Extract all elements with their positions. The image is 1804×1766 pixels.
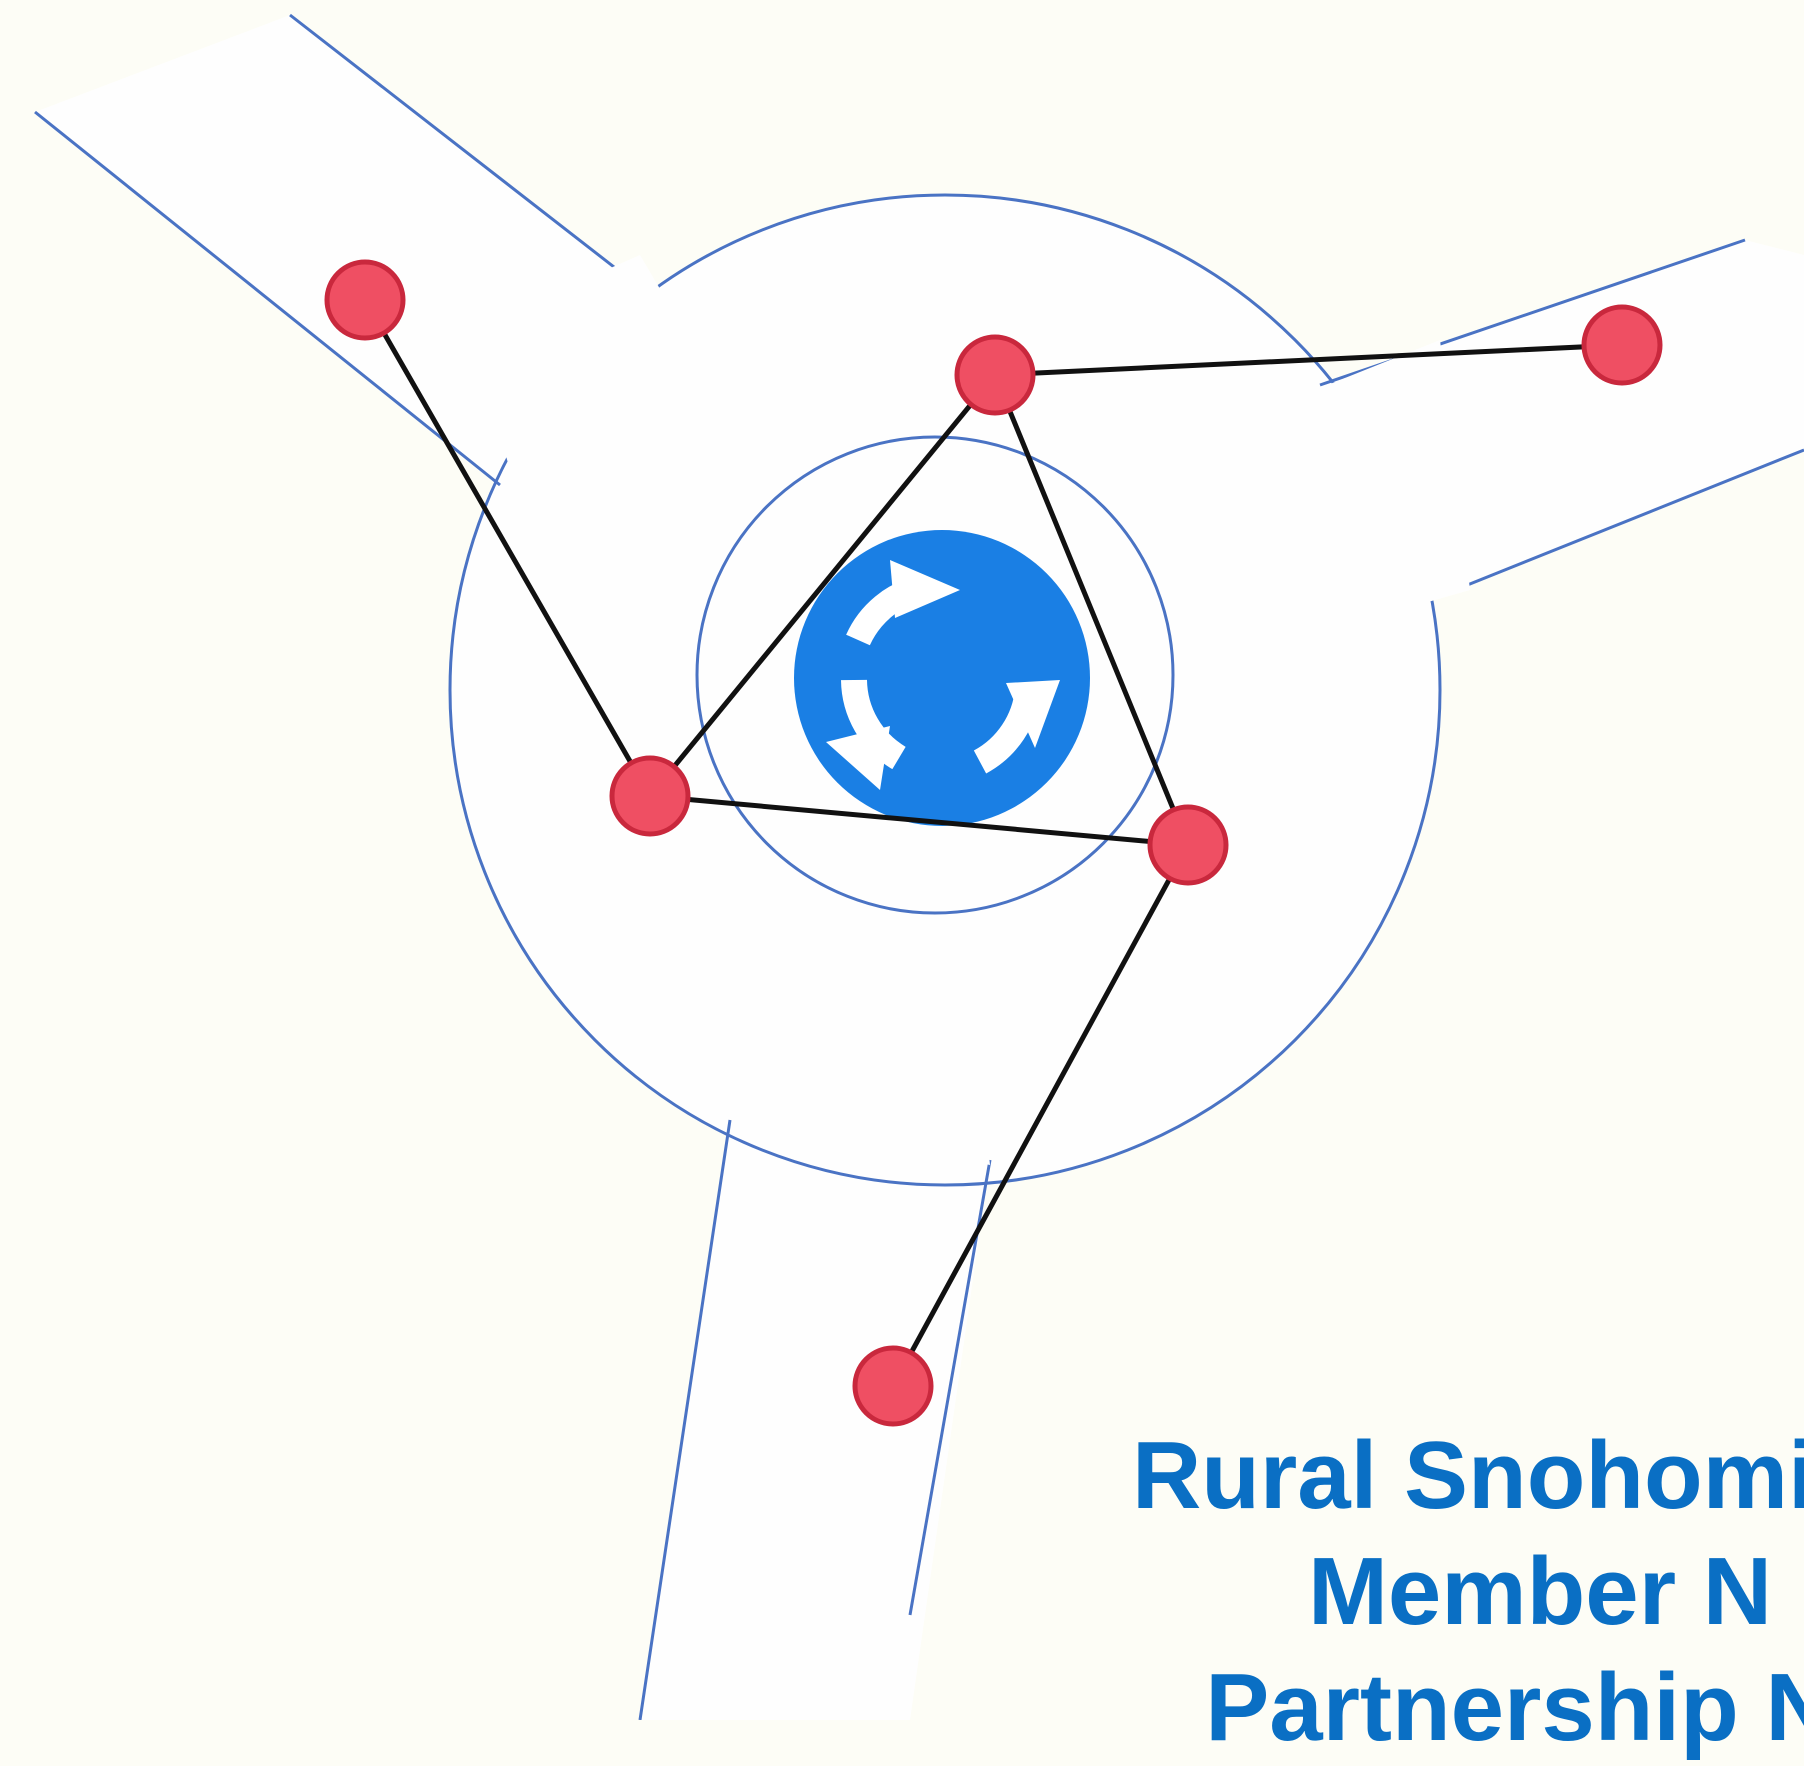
caption-line-2: Member N — [1000, 1534, 1804, 1650]
road-south — [640, 1120, 990, 1720]
roundabout-sign-icon — [794, 530, 1090, 826]
network-node-icon — [957, 337, 1033, 413]
caption-line-3: Partnership N — [1000, 1650, 1804, 1766]
caption: Rural Snohomis Member N Partnership N — [1000, 1418, 1804, 1766]
network-node-icon — [1584, 307, 1660, 383]
network-node-icon — [1150, 807, 1226, 883]
network-node-icon — [327, 262, 403, 338]
network-node-icon — [855, 1348, 931, 1424]
network-node-icon — [612, 758, 688, 834]
caption-line-1: Rural Snohomis — [1000, 1418, 1804, 1534]
